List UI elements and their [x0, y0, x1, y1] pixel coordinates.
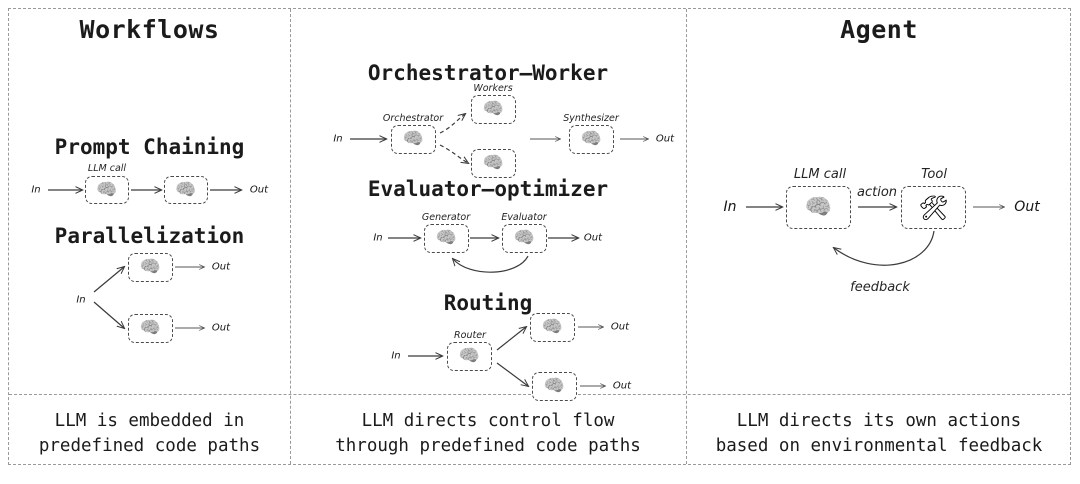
- prompt-chaining-llm-node-1[interactable]: 🧠: [85, 176, 129, 204]
- generator-label: Generator: [421, 212, 471, 223]
- routing-target-node-bottom[interactable]: 🧠: [532, 372, 577, 401]
- brain-icon: 🧠: [96, 179, 118, 200]
- worker-node-1[interactable]: 🧠: [471, 95, 516, 124]
- agent-feedback-label: feedback: [850, 280, 910, 295]
- agent-llm-call-label: LLM call: [793, 167, 847, 182]
- caption-workflows-right: LLM directs control flow through predefi…: [290, 403, 686, 465]
- pattern-title-prompt-chaining: Prompt Chaining: [54, 135, 245, 159]
- synthesizer-node[interactable]: 🧠: [569, 125, 614, 154]
- parallelization-output-top-label: Out: [211, 261, 231, 273]
- prompt-chaining-node-label: LLM call: [87, 163, 127, 174]
- evaluator-node[interactable]: 🧠: [502, 224, 547, 253]
- brain-icon: 🧠: [482, 153, 505, 173]
- pattern-parallelization: Parallelization In Out Out 🧠 🧠: [9, 224, 290, 344]
- caption-line: through predefined code paths: [335, 436, 641, 456]
- pattern-evaluator-optimizer: Evaluator–optimizer In Out Generator Eva…: [290, 177, 686, 281]
- brain-icon: 🧠: [435, 228, 458, 248]
- parallelization-llm-node-bottom[interactable]: 🧠: [128, 314, 173, 343]
- workers-label: Workers: [473, 83, 513, 94]
- brain-icon: 🧠: [139, 318, 162, 338]
- caption-line: LLM directs its own actions: [736, 411, 1022, 432]
- caption-line: predefined code paths: [38, 436, 261, 456]
- brain-icon: 🧠: [175, 179, 197, 200]
- routing-target-node-top[interactable]: 🧠: [530, 313, 575, 342]
- brain-icon: 🧠: [580, 129, 603, 149]
- parallelization-input-label: In: [76, 294, 86, 306]
- diagram-board: Workflows Agent Prompt Chaining In Out L…: [8, 8, 1071, 465]
- prompt-chaining-connectors: [48, 135, 290, 213]
- pattern-title-orchestrator-worker: Orchestrator–Worker: [367, 61, 609, 85]
- parallelization-llm-node-top[interactable]: 🧠: [128, 253, 173, 282]
- pattern-title-evaluator-optimizer: Evaluator–optimizer: [367, 177, 609, 201]
- routing-output-bottom-label: Out: [612, 380, 632, 392]
- caption-agent: LLM directs its own actions based on env…: [686, 403, 1072, 465]
- caption-line: LLM is embedded in: [54, 411, 245, 432]
- orchestrator-node[interactable]: 🧠: [391, 125, 436, 154]
- parallelization-output-bottom-label: Out: [211, 322, 231, 334]
- pattern-title-parallelization: Parallelization: [54, 224, 245, 248]
- agent-action-label: action: [856, 185, 898, 200]
- evaluator-label: Evaluator: [501, 212, 547, 223]
- routing-output-top-label: Out: [610, 321, 630, 333]
- evaluator-optimizer-input-label: In: [373, 232, 383, 244]
- pattern-orchestrator-worker: Orchestrator–Worker In Out Orchestrator …: [290, 61, 686, 178]
- brain-icon: 🧠: [402, 129, 425, 149]
- router-node[interactable]: 🧠: [447, 342, 492, 371]
- agent-tool-label: Tool: [921, 167, 947, 182]
- agent-input-label: In: [723, 199, 737, 215]
- orchestrator-worker-input-label: In: [333, 133, 343, 145]
- caption-line: LLM directs control flow: [361, 411, 615, 432]
- routing-connectors: [408, 291, 686, 395]
- orchestrator-label: Orchestrator: [382, 113, 444, 124]
- worker-node-2[interactable]: 🧠: [471, 149, 516, 178]
- brain-icon: 🧠: [804, 194, 833, 220]
- prompt-chaining-llm-node-2[interactable]: 🧠: [164, 176, 208, 204]
- column-divider-1: [290, 9, 291, 464]
- prompt-chaining-output-label: Out: [249, 184, 269, 196]
- generator-node[interactable]: 🧠: [424, 224, 469, 253]
- agent-tool-node[interactable]: 🛠: [901, 186, 966, 229]
- router-label: Router: [454, 330, 486, 341]
- hammer-and-wrench-icon: 🛠: [918, 193, 949, 222]
- caption-line: based on environmental feedback: [715, 436, 1043, 456]
- agent-llm-call-node[interactable]: 🧠: [786, 186, 851, 229]
- column-title-agent: Agent: [840, 15, 918, 44]
- column-title-workflows: Workflows: [79, 15, 220, 44]
- routing-input-label: In: [391, 350, 401, 362]
- brain-icon: 🧠: [482, 99, 505, 119]
- brain-icon: 🧠: [458, 346, 481, 366]
- agent-output-label: Out: [1014, 199, 1040, 215]
- evaluator-optimizer-output-label: Out: [583, 232, 603, 244]
- brain-icon: 🧠: [543, 376, 566, 396]
- brain-icon: 🧠: [541, 317, 564, 337]
- pattern-title-routing: Routing: [443, 291, 533, 315]
- brain-icon: 🧠: [139, 257, 162, 277]
- agent-connectors: [746, 139, 1072, 266]
- orchestrator-worker-connectors: [350, 61, 686, 167]
- pattern-routing: Routing In Out Out Router 🧠 🧠 🧠: [290, 291, 686, 401]
- pattern-prompt-chaining: Prompt Chaining In Out LLM call 🧠 🧠: [9, 135, 290, 213]
- synthesizer-label: Synthesizer: [563, 113, 619, 124]
- evaluator-optimizer-connectors: [388, 177, 686, 273]
- pattern-agent: In Out LLM call Tool action feedback 🧠 🛠: [686, 139, 1072, 309]
- orchestrator-worker-output-label: Out: [655, 133, 675, 145]
- prompt-chaining-input-label: In: [31, 184, 41, 196]
- brain-icon: 🧠: [513, 228, 536, 248]
- column-divider-2: [686, 9, 687, 464]
- caption-workflows-left: LLM is embedded in predefined code paths: [9, 403, 290, 465]
- parallelization-connectors: [93, 224, 290, 344]
